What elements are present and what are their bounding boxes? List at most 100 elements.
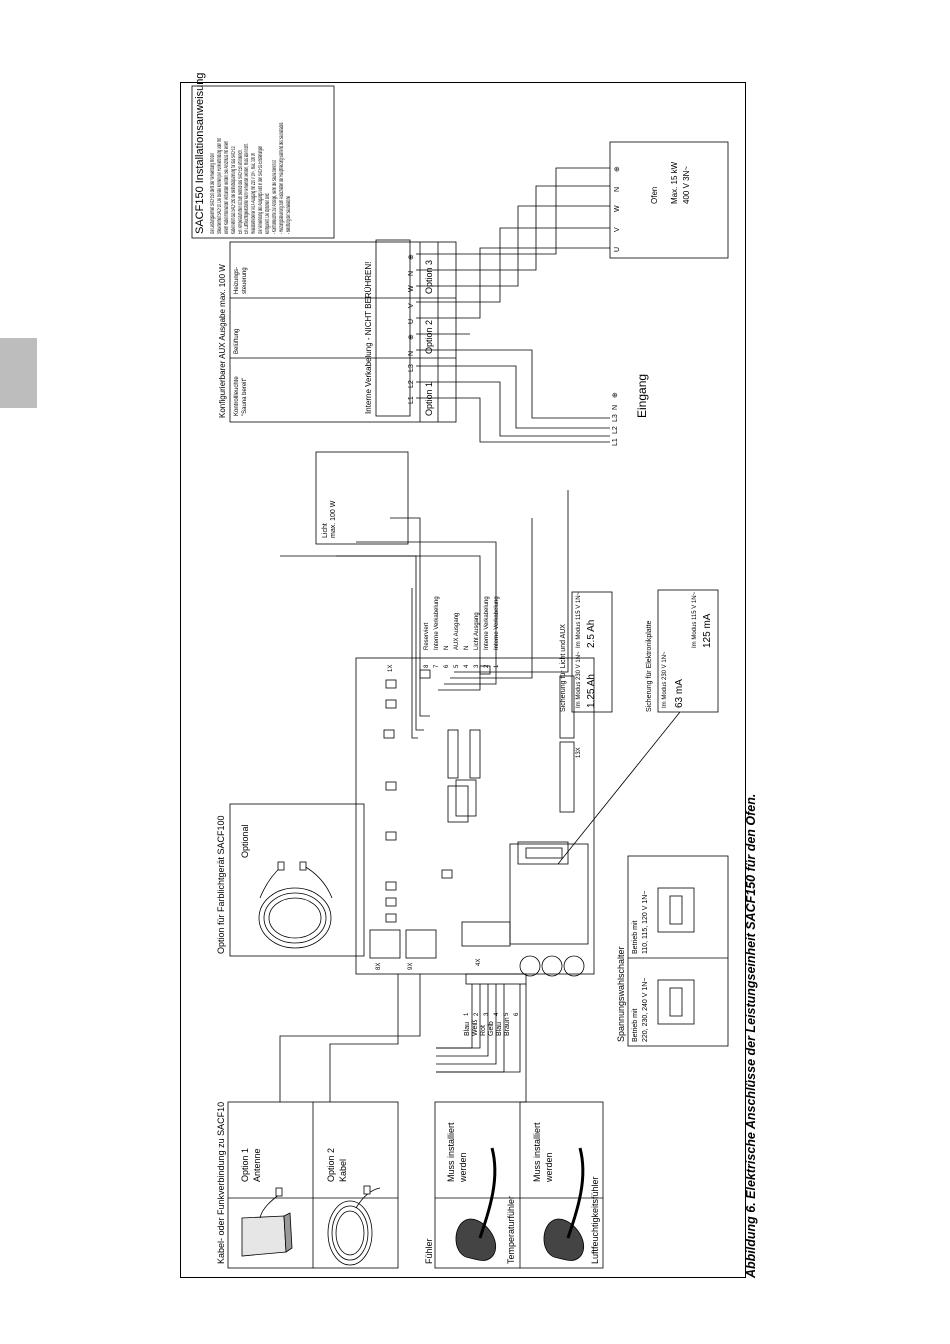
conn-label-8: Reserviert <box>424 622 430 650</box>
option1-label: Option 1 <box>240 1147 250 1182</box>
light-label-1: Licht <box>322 523 329 538</box>
humidity-sensor-label: Luftfeuchtigkeitsfühler <box>590 1176 600 1264</box>
diagram-frame <box>180 82 746 1278</box>
conn-label-5: AUX Ausgang <box>454 612 460 650</box>
conn-label-1: Interne Verkabelung <box>494 596 500 650</box>
terminal-strip <box>375 239 411 417</box>
small-pin-3: 3 <box>484 1012 490 1016</box>
sensor-probe-box <box>434 1101 604 1269</box>
must-install-line1b: Muss installiert <box>532 1122 542 1182</box>
voltage-selector-heading: Spannungswahlschalter <box>616 946 626 1042</box>
wire-color-3: Rot <box>480 1025 487 1036</box>
small-pin-5: 5 <box>504 1012 510 1016</box>
pin-6: 6 <box>444 664 450 668</box>
aux-opt3-desc-2: steuerung <box>242 267 248 294</box>
install-line: - Belüftung der Saunakabine <box>285 195 292 234</box>
conn-label-2: Interne Verkabelung <box>484 596 490 650</box>
option1-sub: Antenne <box>252 1148 262 1182</box>
fuse-mode230-b: Im Modus 230 V 1N~ <box>662 651 668 708</box>
port-9x: 9X <box>408 962 414 970</box>
input-label: L3 <box>612 414 619 422</box>
install-line: Steuereinheit SACF10. Die Geräte können … <box>216 138 223 234</box>
port-8x: 8X <box>376 962 382 970</box>
aux-opt1-desc-1: Kontrollleuchte <box>234 376 240 416</box>
fuse-mode115-a: Im Modus 115 V 1N~ <box>576 591 582 648</box>
voltage-mode-b-1: Betrieb mit <box>632 920 639 954</box>
color-light-optional: Optional <box>240 824 250 858</box>
fuse-pcb-heading: Sicherung für Elektronikplatte <box>646 620 653 712</box>
fuehler-heading: Fühler <box>424 1238 434 1264</box>
heater-power: Max. 15 kW <box>670 161 679 204</box>
small-pin-1: 1 <box>464 1012 470 1016</box>
pin-8: 8 <box>424 664 430 668</box>
port-13x: 13X <box>576 747 582 758</box>
connection-heading: Kabel- oder Funkverbindung zu SACF10 <box>216 1101 226 1264</box>
conn-label-4: N <box>464 645 470 650</box>
pin-7: 7 <box>434 664 440 668</box>
input-title: Eingang <box>635 373 649 418</box>
heater-voltage: 400 V 3N~ <box>682 165 691 204</box>
heater-terminal-label: U <box>614 246 621 252</box>
fuse-mode115-b: Im Modus 115 V 1N~ <box>692 591 698 648</box>
install-notes-box <box>191 85 335 239</box>
input-label: N <box>612 404 619 410</box>
install-line: - Kontrollleuchte zur Anzeige, wenn die … <box>272 160 279 234</box>
must-install-line2b: werden <box>544 1152 554 1182</box>
figure-caption: Abbildung 6. Elektrische Anschlüsse der … <box>744 793 758 1278</box>
heater-name: Ofen <box>650 186 659 204</box>
pin-2: 2 <box>484 664 490 668</box>
aux-option3: Option 3 <box>424 259 434 294</box>
must-install-line1: Muss installiert <box>446 1122 456 1182</box>
fuse-value-d: 125 mA <box>702 613 713 648</box>
conn-label-3: Licht Ausgang <box>474 612 480 650</box>
fuse-value-b: 2.5 Ah <box>586 619 597 648</box>
option2-label: Option 2 <box>326 1147 336 1182</box>
heater-terminal-label: W <box>614 205 621 212</box>
terminal-label: N <box>408 350 415 356</box>
terminal-label: ⊕ <box>408 254 415 260</box>
aux-opt2-desc: Belüftung <box>234 328 240 354</box>
temp-sensor-label: Temperaturfühler <box>506 1195 516 1264</box>
fuse-value-a: 1.25 Ah <box>586 674 597 708</box>
port-1x: 1X <box>388 664 394 672</box>
wire-color-6: Braun <box>504 1017 511 1036</box>
wire-color-1: Blau <box>464 1021 471 1036</box>
pin-3: 3 <box>474 664 480 668</box>
option2-sub: Kabel <box>338 1158 348 1182</box>
heater-terminal-label: ⊕ <box>614 166 621 172</box>
port-4x: 4X <box>476 958 482 966</box>
conn-label-7: Interne Verkabelung <box>434 596 440 650</box>
must-install-line2: werden <box>458 1152 468 1182</box>
color-light-heading: Option für Farblichtgerät SACF100 <box>216 815 226 954</box>
small-pin-2: 2 <box>474 1012 480 1016</box>
light-output-box <box>315 451 409 545</box>
small-pin-4: 4 <box>494 1012 500 1016</box>
wire-color-2: Weiß <box>472 1019 479 1036</box>
aux-opt1-desc-2: "Sauna bereit" <box>242 377 248 416</box>
terminal-heading: Interne Verkabelung - NICHT BERÜHREN! <box>364 261 373 414</box>
color-light-box <box>229 803 365 957</box>
terminal-label: ⊕ <box>408 334 415 340</box>
install-line: Ein Luftfeuchtigkeitsfühler kann verwend… <box>244 143 251 234</box>
wiring-lines <box>191 85 729 1269</box>
install-line: Die Leistungseinheit SACF150 dient der V… <box>210 153 216 234</box>
input-label: L1 <box>612 438 619 446</box>
aux-heading: Konfigurierbarer AUX Ausgabe max. 100 W <box>218 264 227 418</box>
fuse-pcb-box <box>657 589 719 713</box>
aux-option2: Option 2 <box>424 319 434 354</box>
voltage-mode-a-2: 220, 230, 240 V 1N~ <box>642 977 649 1042</box>
aux-opt3-desc-1: Heizungs- <box>234 266 240 294</box>
heater-terminal-label: V <box>614 227 621 232</box>
terminal-label: W <box>408 285 415 292</box>
voltage-mode-b-2: 110, 115, 120 V 1N~ <box>642 890 649 954</box>
install-line: Die Verwendung des Ausgangs wird in den … <box>258 145 265 234</box>
install-line: Relaisbetriebener AUX-Ausgang mit 230 V … <box>251 153 258 234</box>
input-label: L2 <box>612 426 619 434</box>
install-line: Kabel liefert das SACF150 die Betriebssp… <box>230 145 237 234</box>
install-notes: Die Leistungseinheit SACF150 dient der V… <box>210 88 293 234</box>
aux-option1: Option 1 <box>424 381 434 416</box>
install-line: Ein Temperaturfühler ist zum Betrieb des… <box>237 149 244 234</box>
pin-4: 4 <box>464 664 470 668</box>
fuse-light-aux-box <box>571 591 613 713</box>
install-line: - Heizungssteuerung zum Ausschalten der … <box>278 122 285 234</box>
